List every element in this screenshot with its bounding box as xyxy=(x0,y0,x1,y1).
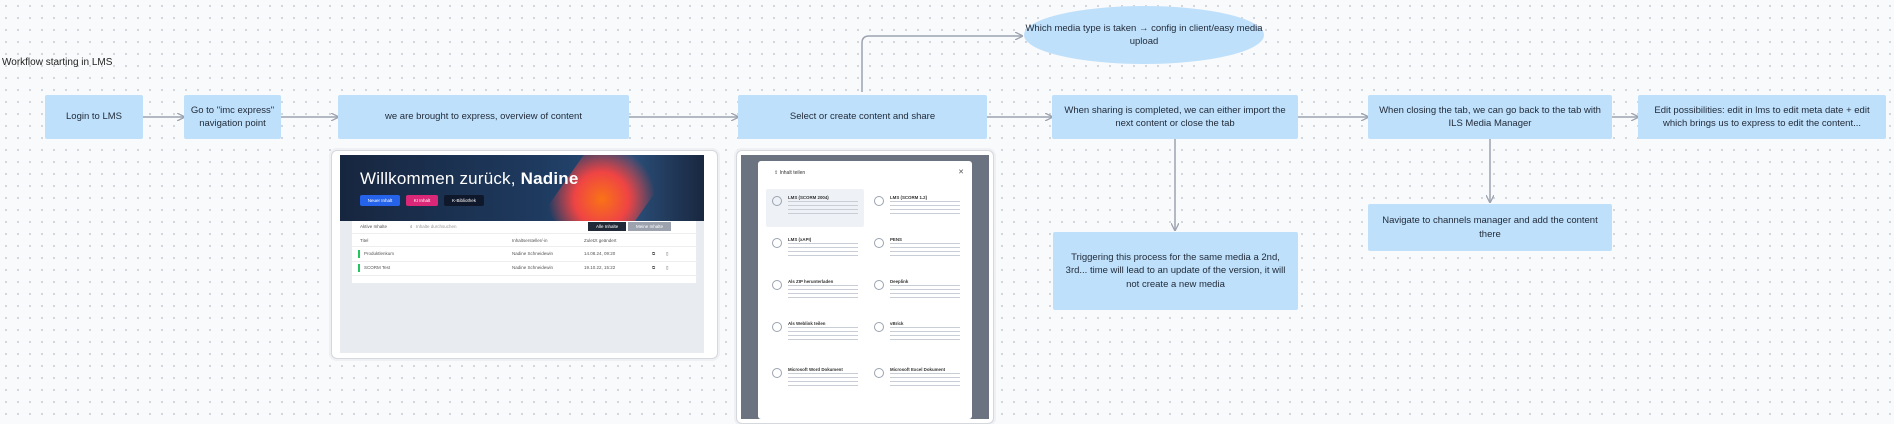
share-modal-title: ⇪ Inhalt teilen xyxy=(774,170,806,176)
row-title: Produktlenkum xyxy=(364,251,395,256)
table-row: Produktlenkum Nadine Schneidewin 14.08.2… xyxy=(352,248,698,262)
library-button: K-Bibliothek xyxy=(444,195,484,206)
word-doc-icon xyxy=(772,368,782,378)
row-author: Nadine Schneidewin xyxy=(512,251,554,256)
table-toolbar: Aktive Inhalte ⌕ Inhalte durchsuchen All… xyxy=(352,221,698,234)
status-indicator xyxy=(358,250,360,258)
node-navigate: Navigate to channels manager and add the… xyxy=(1368,204,1612,251)
search-icon: ⌕ xyxy=(410,224,413,229)
welcome-banner: Willkommen zurück, Nadine Neuer Inhalt K… xyxy=(340,155,704,258)
node-closing: When closing the tab, we can go back to … xyxy=(1368,95,1612,139)
content-table: Aktive Inhalte ⌕ Inhalte durchsuchen All… xyxy=(352,221,698,283)
share-option: Microsoft Word Dokument xyxy=(766,361,864,399)
delete-icon: ▯ xyxy=(666,251,669,256)
scorm-icon xyxy=(874,196,884,206)
share-modal: ⇪ Inhalt teilen ✕ LMS (SCORM 2004) LMS (… xyxy=(758,161,972,419)
table-header: Titel Inhaltsersteller/-in Zuletzt geänd… xyxy=(352,235,698,247)
excel-doc-icon xyxy=(874,368,884,378)
scorm-icon xyxy=(772,196,782,206)
column-header: Titel xyxy=(360,238,369,243)
all-content-tab: Alle Inhalte xyxy=(588,222,627,231)
share-option: LMS (SCORM 1.2) xyxy=(868,189,966,227)
content-area: Aktive Inhalte ⌕ Inhalte durchsuchen All… xyxy=(340,221,704,353)
status-indicator xyxy=(358,264,360,272)
row-date: 19.10.22, 15:22 xyxy=(584,265,616,270)
share-option: PENS xyxy=(868,231,966,269)
share-option: vBrick xyxy=(868,315,966,353)
diagram-title: Workflow starting in LMS xyxy=(2,57,113,68)
xapi-icon xyxy=(772,238,782,248)
screenshot-share-dialog: ⇪ Inhalt teilen ✕ LMS (SCORM 2004) LMS (… xyxy=(736,150,994,424)
new-content-button: Neuer Inhalt xyxy=(360,195,400,206)
column-header: Zuletzt geändert xyxy=(584,238,617,243)
ai-content-button: KI Inhalt xyxy=(406,195,438,206)
link-icon xyxy=(874,280,884,290)
share-option: LMS (SCORM 2004) xyxy=(766,189,864,227)
welcome-heading: Willkommen zurück, Nadine xyxy=(360,169,579,188)
row-date: 14.08.24, 09:20 xyxy=(584,251,616,256)
copy-icon: ⧉ xyxy=(652,251,656,256)
node-trigger: Triggering this process for the same med… xyxy=(1053,232,1298,310)
screenshot-express-overview: Willkommen zurück, Nadine Neuer Inhalt K… xyxy=(331,150,718,359)
my-content-tab: Meine Inhalte xyxy=(628,222,672,231)
arrow-select-mediatype xyxy=(861,36,1022,92)
close-icon: ✕ xyxy=(958,169,964,176)
filter-select: Aktive Inhalte xyxy=(360,224,388,229)
table-row: SCORM Test Nadine Schneidewin 19.10.22, … xyxy=(352,262,698,276)
node-select: Select or create content and share xyxy=(738,95,987,139)
globe-icon xyxy=(772,322,782,332)
node-express: we are brought to express, overview of c… xyxy=(338,95,629,139)
download-icon xyxy=(772,280,782,290)
row-author: Nadine Schneidewin xyxy=(512,265,554,270)
share-option: LMS (xAPI) xyxy=(766,231,864,269)
share-option: Microsoft Excel Dokument xyxy=(868,361,966,399)
node-goto: Go to "imc express" navigation point xyxy=(184,95,281,139)
share-icon: ⇪ xyxy=(774,170,779,176)
row-title: SCORM Test xyxy=(364,265,391,270)
node-media-type: Which media type is taken → config in cl… xyxy=(1024,6,1264,64)
column-header: Inhaltsersteller/-in xyxy=(512,238,548,243)
share-option: Deeplink xyxy=(868,273,966,311)
node-login: Login to LMS xyxy=(45,95,143,139)
copy-icon: ⧉ xyxy=(652,265,656,270)
pens-icon xyxy=(874,238,884,248)
search-input: Inhalte durchsuchen xyxy=(416,224,457,229)
share-option: Als Weblink teilen xyxy=(766,315,864,353)
node-sharing: When sharing is completed, we can either… xyxy=(1052,95,1298,139)
node-edit: Edit possibilities: edit in lms to edit … xyxy=(1638,95,1886,139)
delete-icon: ▯ xyxy=(666,265,669,270)
vbrick-icon xyxy=(874,322,884,332)
share-option: Als ZIP herunterladen xyxy=(766,273,864,311)
